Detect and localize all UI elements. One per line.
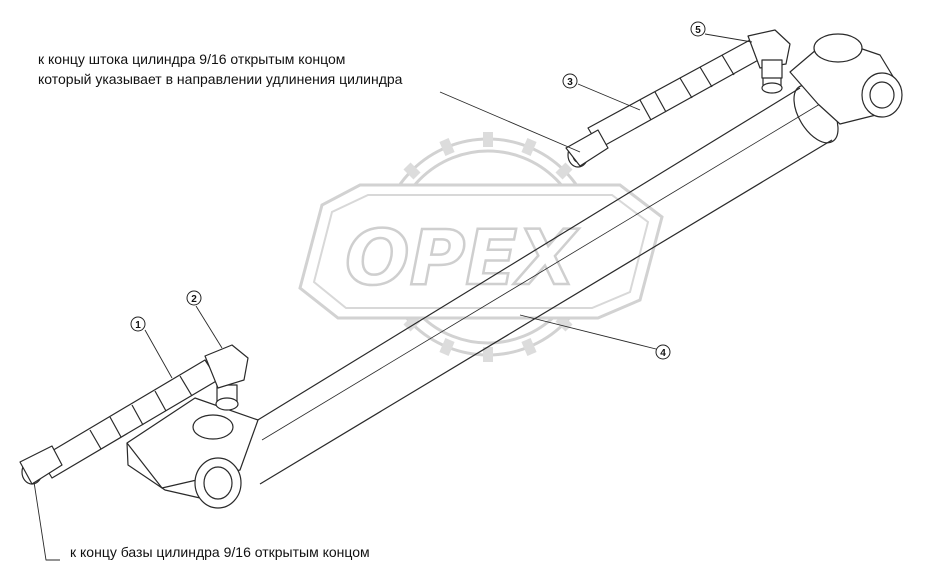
base-end-hose-assembly: [19, 344, 249, 485]
watermark-text: OPEX: [345, 213, 579, 302]
opex-watermark: OPEX: [298, 132, 664, 362]
base-end-port: [215, 384, 239, 411]
note-rod-end-direction: который указывает в направлении удлинени…: [38, 71, 403, 87]
callout-4: 4: [655, 344, 671, 360]
callout-4-label: 4: [660, 348, 666, 359]
note-rod-end: к концу штока цилиндра 9/16 открытым кон…: [38, 51, 346, 67]
callout-3: 3: [562, 73, 578, 89]
callout-2-label: 2: [191, 294, 197, 305]
note-base-end: к концу базы цилиндра 9/16 открытым конц…: [70, 544, 370, 560]
callout-1-label: 1: [135, 320, 141, 331]
callout-5: 5: [690, 21, 706, 37]
callout-5-label: 5: [695, 25, 701, 36]
rod-end-hose-assembly: [565, 29, 791, 168]
rod-clevis: [789, 33, 903, 125]
cylinder-tube: [229, 84, 839, 485]
callout-3-label: 3: [567, 77, 573, 88]
callout-1: 1: [130, 316, 146, 332]
callout-2: 2: [186, 290, 202, 306]
base-clevis: [126, 397, 259, 509]
leader-lines: [33, 33, 753, 561]
